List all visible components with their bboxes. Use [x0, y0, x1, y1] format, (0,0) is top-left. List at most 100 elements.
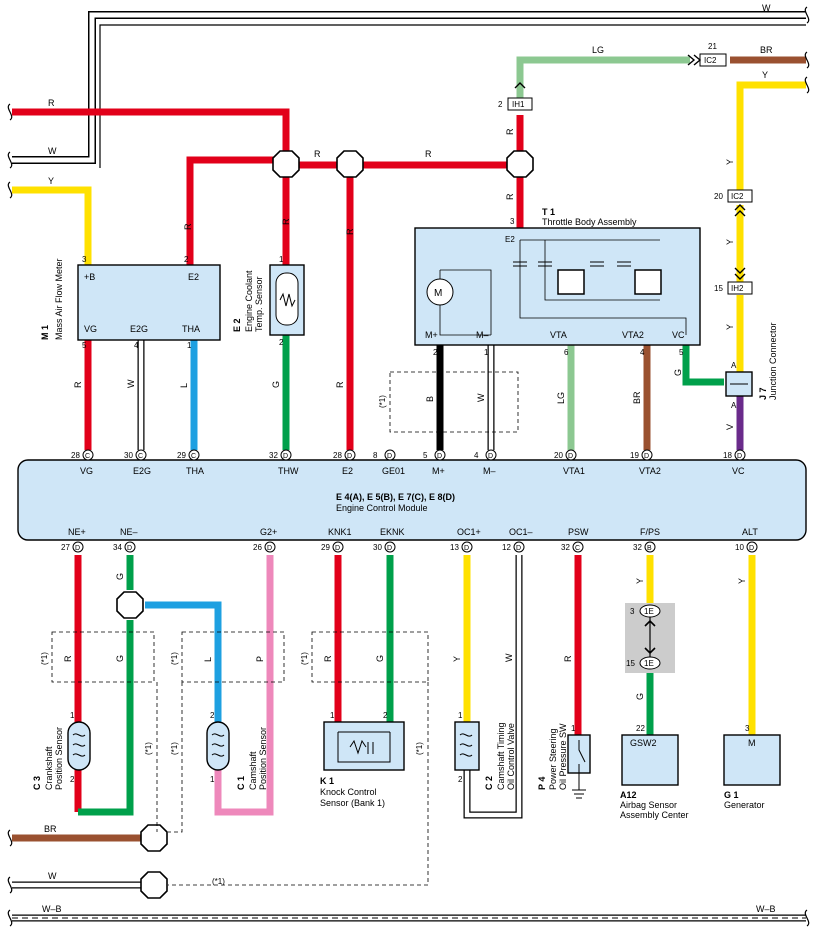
ecm-top-label-10: VC [732, 466, 745, 476]
junction-a-top: A [731, 361, 737, 370]
knock-p2: 2 [383, 711, 388, 720]
throttle-pin-mplus: M+ [425, 330, 438, 340]
ecm-bot-con-8: B [647, 545, 652, 552]
wire-code-v19: V [725, 424, 735, 430]
junction-a-bot: A [731, 401, 737, 410]
note-2: (*1) [40, 652, 49, 665]
ecm-bot-label-8: F/PS [640, 527, 660, 537]
ecm-bot-pin-5 [461, 541, 473, 553]
ecm-bot-num-0: 27 [61, 543, 70, 552]
junction-name: Junction Connector [768, 322, 778, 400]
ecm-top-label-8: VTA1 [563, 466, 585, 476]
crankshaft-sensor: 1 2 C 3 Crankshaft Position Sensor [32, 711, 91, 790]
ecm-bot-con-4: D [387, 545, 392, 552]
ect-pin-bot: 2 [279, 338, 284, 347]
ecm-top-num-6: 5 [423, 451, 428, 460]
connector-ih2-pin: 15 [714, 284, 723, 293]
ecm-top-num-2: 29 [177, 451, 186, 460]
wire-code-v5: R [505, 193, 515, 200]
ocv-name1: Camshaft Timing [496, 722, 506, 790]
connector-ih2: IH2 [731, 284, 744, 293]
ecm-top-con-6: D [437, 453, 442, 460]
ecm-top-pin-7 [485, 449, 497, 461]
ecm-bot-pin-1 [124, 541, 136, 553]
ecm-bot-label-7: PSW [568, 527, 589, 537]
ecm-top-con-8: D [568, 453, 573, 460]
throttle-num-5: 5 [679, 348, 684, 357]
cam-p1: 2 [210, 711, 215, 720]
ecm-top-num-3: 32 [269, 451, 278, 460]
throttle-body: T 1 Throttle Body Assembly 3 E2 M M+ M– … [414, 207, 701, 357]
ecm-bot-pin-7 [572, 541, 584, 553]
crank-p1: 1 [70, 711, 75, 720]
ecm-top-num-1: 30 [124, 451, 133, 460]
connector-ic2b: IC2 [731, 192, 744, 201]
wire-code-v8: Y [725, 324, 735, 330]
ecm-top-pin-1 [135, 449, 147, 461]
ecm-bot-num-2: 26 [253, 543, 262, 552]
knock-name2: Sensor (Bank 1) [320, 798, 385, 808]
ecm-bot-pin-8 [644, 541, 656, 553]
knock-code: K 1 [320, 776, 334, 786]
wire-code-y-top: Y [762, 70, 768, 80]
ecm-bot-pin-4 [384, 541, 396, 553]
wire-code-v15: W [476, 393, 486, 402]
airbag-sensor: GSW2 22 A12 Airbag Sensor Assembly Cente… [620, 724, 689, 820]
wire-code-br-bot: BR [44, 824, 57, 834]
wire-code-v1: R [183, 223, 193, 230]
ecm-bot-num-5: 13 [450, 543, 459, 552]
wire-code-br-top: BR [760, 45, 773, 55]
maf-num-3: 5 [82, 341, 87, 350]
wire-code-v25: R [323, 655, 333, 662]
ecm-bot-con-9: D [749, 545, 754, 552]
psw-p1: 1 [571, 724, 576, 733]
ecm-top-num-5: 8 [373, 451, 378, 460]
ecm-top-label-0: VG [80, 466, 93, 476]
cam-name2: Position Sensor [258, 727, 268, 790]
ecm-top-label-1: E2G [133, 466, 151, 476]
wire-code-v22: G [115, 655, 125, 662]
oil-control-valve: 1 2 C 2 Camshaft Timing Oil Control Valv… [454, 711, 516, 790]
ecm-bot-pin-3 [332, 541, 344, 553]
maf-pin-b: +B [84, 272, 95, 282]
airbag-term: GSW2 [630, 738, 657, 748]
wire-code-v26: G [375, 655, 385, 662]
shield-lines [51, 371, 519, 886]
ecm-bot-label-9: ALT [742, 527, 758, 537]
ecm-bot-con-1: D [127, 545, 132, 552]
cam-code: C 1 [236, 776, 246, 790]
ecm-bot-con-7: C [575, 545, 580, 552]
connector-1e-top-pin: 3 [630, 607, 635, 616]
ecm-top-con-5: D [387, 453, 392, 460]
throttle-num-3: 6 [564, 348, 569, 357]
ecm-top-pin-4 [344, 449, 356, 461]
wire-code-lg-top: LG [592, 45, 604, 55]
ecm-top-pin-3 [280, 449, 292, 461]
ecm-bot-pin-9 [746, 541, 758, 553]
ecm-top-label-3: THW [278, 466, 299, 476]
ecm-top-num-10: 18 [723, 451, 732, 460]
connector-ih1-pin: 2 [498, 100, 503, 109]
throttle-num-1: 2 [433, 348, 438, 357]
knock-sensor: 1 2 K 1 Knock Control Sensor (Bank 1) [320, 711, 405, 808]
knock-p1: 1 [330, 711, 335, 720]
ecm-bot-pin-0 [72, 541, 84, 553]
ect-pin-top: 1 [279, 255, 284, 264]
ecm-bot-num-7: 32 [561, 543, 570, 552]
ocv-code: C 2 [484, 776, 494, 790]
ecm-bot-label-3: KNK1 [328, 527, 352, 537]
cam-p2: 1 [210, 775, 215, 784]
wire-code-v28: W [504, 653, 514, 662]
wire-code-v17: BR [632, 391, 642, 404]
ecm-top-pin-5 [384, 449, 396, 461]
ecm-bot-pin-2 [264, 541, 276, 553]
ecm-name2: Engine Control Module [336, 503, 428, 513]
airbag-name1: Airbag Sensor [620, 800, 677, 810]
ecm-top-pin-10 [734, 449, 746, 461]
ecm-top-pin-9 [641, 449, 653, 461]
ecm-top-con-7: D [488, 453, 493, 460]
wire-code-w: W [48, 146, 57, 156]
ecm-top-con-9: D [644, 453, 649, 460]
note-4: (*1) [300, 652, 309, 665]
